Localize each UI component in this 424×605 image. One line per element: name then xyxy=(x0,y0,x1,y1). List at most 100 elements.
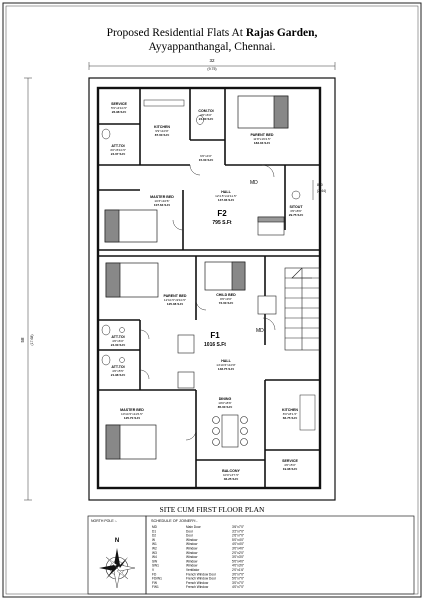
room-name: PARENT BED xyxy=(250,133,273,137)
room-area: 29.75 S.Ft xyxy=(289,213,303,217)
room-name: BALCONY xyxy=(222,469,240,473)
room-name: ATT.TOI xyxy=(111,365,124,369)
north-letter: N xyxy=(115,538,119,544)
right-dim-metric: (2.44) xyxy=(317,189,326,193)
joinery-cell: W1 xyxy=(152,542,157,546)
joinery-cell: 4'0"x4'0" xyxy=(232,542,244,546)
flat-area: 795 S.Ft xyxy=(212,220,232,226)
joinery-cell: Door xyxy=(186,534,194,538)
room-dims: 4'0"x6'0" xyxy=(112,339,124,343)
joinery-cell: D1 xyxy=(152,529,156,533)
joinery-cell: 3'0"x3'0" xyxy=(232,555,244,559)
sheet-border xyxy=(2,2,422,598)
joinery-cell: Door xyxy=(186,529,194,533)
room-name: CHILD BED xyxy=(216,293,236,297)
room-area: 26.98 S.Ft xyxy=(112,110,126,114)
dimension-lines xyxy=(24,62,336,501)
north-arrow-icon xyxy=(99,548,136,589)
room-dims: 11'8"x16'4.5" xyxy=(253,137,271,141)
joinery-cell: Main Door xyxy=(186,525,202,529)
flat-label: F1 xyxy=(210,331,220,340)
joinery-cell: FW xyxy=(152,581,157,585)
room-dims: 4'0"x5'5" xyxy=(112,369,124,373)
joinery-cell: SW xyxy=(152,559,157,563)
room-dims: 8'0"x9'0" xyxy=(220,297,232,301)
room-area: 85.00 S.Ft xyxy=(218,405,232,409)
room-dims: 9'9"x10'0" xyxy=(155,129,169,133)
flat-area: 1016 S.Ft xyxy=(204,342,226,348)
joinery-cell: French Window Door xyxy=(186,577,217,581)
joinery-cell: Window xyxy=(186,559,198,563)
room-dims: 12'4.5"x11'11.5" xyxy=(215,194,237,198)
room-area: 66.75 S.Ft xyxy=(283,416,297,420)
room-dims: 6'0"x4'0" xyxy=(200,154,212,158)
room-area: 125.70 S.Ft xyxy=(124,416,140,420)
door-swings xyxy=(139,164,276,441)
room-name: HALL xyxy=(221,190,231,194)
joinery-cell: W xyxy=(152,538,155,542)
joinery-cell: 3'0"x7'0" xyxy=(232,581,244,585)
sofas xyxy=(177,216,285,389)
room-name: COM.TOI xyxy=(198,109,213,113)
room-area: 72.00 S.Ft xyxy=(219,301,233,305)
room-dims: 4'0"x5'0" xyxy=(284,463,296,467)
staircase xyxy=(284,267,321,351)
joinery-cell: 3'2"x7'0" xyxy=(232,529,244,533)
joinery-cell: Window xyxy=(186,564,198,568)
side-height-dim: 58 xyxy=(20,337,25,343)
side-height-dim-metric: (17.68) xyxy=(30,334,34,345)
room-area: 24.00 S.Ft xyxy=(111,343,125,347)
main-door-tag-upper: MD xyxy=(250,180,258,186)
top-width-dim: 32 xyxy=(209,58,215,63)
joinery-cell: 3'0"x7'0" xyxy=(232,572,244,576)
joinery-cell: MD xyxy=(152,525,158,529)
top-width-dim-metric: (9.75) xyxy=(207,67,216,71)
room-dims: 10'0"x8'6" xyxy=(218,401,232,405)
room-name: MASTER BED xyxy=(120,408,144,412)
joinery-cell: French Window xyxy=(186,581,209,585)
joinery-cell: W4 xyxy=(152,555,157,559)
joinery-cell: 5'0"x4'0" xyxy=(232,559,244,563)
plan-subtitle: Ayyappanthangal, Chennai. xyxy=(148,41,275,53)
room-dims: 5'9"x4'10.5" xyxy=(111,106,127,110)
joinery-cell: Window xyxy=(186,547,198,551)
room-name: MASTER BED xyxy=(150,195,174,199)
room-area: 19.98 S.Ft xyxy=(283,467,297,471)
joinery-cell: 5'0"x7'0" xyxy=(232,577,244,581)
dining-table xyxy=(212,414,248,448)
room-area: 15.00 S.Ft xyxy=(199,158,213,162)
room-dims: 10'3"x10'6" xyxy=(154,199,169,203)
flat-label: F2 xyxy=(217,209,227,218)
joinery-cell: French Window xyxy=(186,585,209,589)
room-area: 21.98 S.Ft xyxy=(111,373,125,377)
joinery-cell: 4'0"x3'0" xyxy=(232,564,244,568)
internal-walls xyxy=(98,88,320,488)
beds xyxy=(104,95,289,460)
joinery-cell: 4'0"x7'0" xyxy=(232,585,244,589)
room-label: 6'0"x4'0"15.00 S.Ft xyxy=(199,154,213,162)
north-pole-title: NORTH POLE :- xyxy=(91,519,118,523)
joinery-cell: SW1 xyxy=(152,564,159,568)
room-area: 148.75 S.Ft xyxy=(218,367,234,371)
joinery-cell: 2'0"x1'6" xyxy=(232,568,244,572)
joinery-cell: W2 xyxy=(152,547,157,551)
room-area: 125.08 S.Ft xyxy=(167,302,183,306)
room-dims: 3'6"x8'6" xyxy=(290,209,302,213)
